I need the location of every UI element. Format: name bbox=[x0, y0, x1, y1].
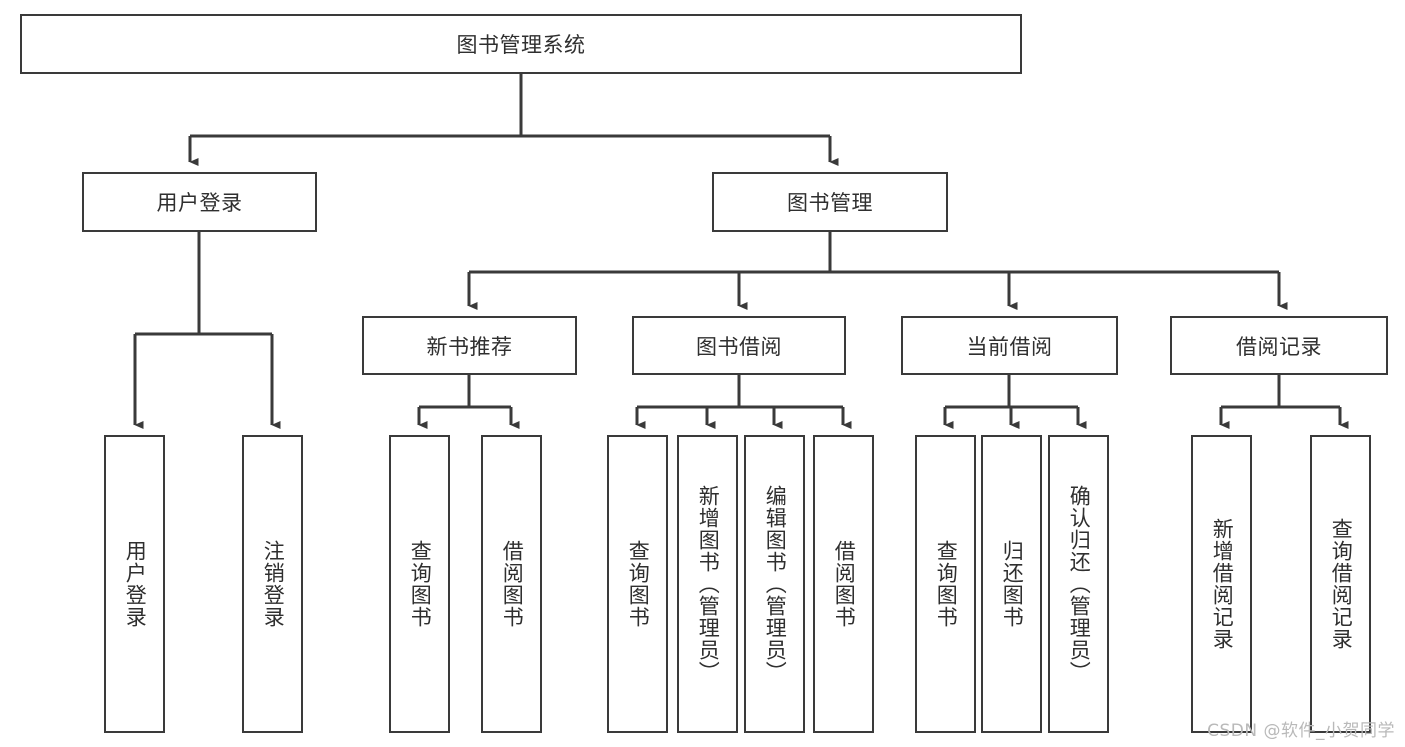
node-user-login[interactable]: 用户登录 bbox=[82, 172, 317, 232]
node-leaf-borrow-book-2-label: 借阅图书 bbox=[832, 540, 857, 628]
node-new-book-rec-label: 新书推荐 bbox=[426, 334, 513, 359]
node-leaf-query-record[interactable]: 查询借阅记录 bbox=[1310, 435, 1371, 733]
node-leaf-add-book-label: 新增图书（管理员） bbox=[696, 485, 721, 683]
node-leaf-user-login-label: 用户登录 bbox=[123, 540, 148, 628]
node-leaf-edit-book[interactable]: 编辑图书（管理员） bbox=[744, 435, 805, 733]
node-user-login-label: 用户登录 bbox=[156, 191, 243, 215]
node-root-label: 图书管理系统 bbox=[456, 33, 586, 57]
node-new-book-rec[interactable]: 新书推荐 bbox=[362, 316, 577, 375]
node-book-manage-label: 图书管理 bbox=[787, 191, 873, 215]
node-book-borrow-label: 图书借阅 bbox=[696, 334, 782, 359]
node-book-manage[interactable]: 图书管理 bbox=[712, 172, 948, 232]
node-borrow-record-label: 借阅记录 bbox=[1236, 334, 1322, 359]
node-leaf-confirm-return[interactable]: 确认归还（管理员） bbox=[1048, 435, 1109, 733]
node-leaf-logout-label: 注销登录 bbox=[261, 540, 286, 628]
node-borrow-record[interactable]: 借阅记录 bbox=[1170, 316, 1388, 375]
node-leaf-add-book[interactable]: 新增图书（管理员） bbox=[677, 435, 738, 733]
watermark: CSDN @软件_小贺同学 bbox=[1207, 721, 1395, 741]
node-leaf-confirm-return-label: 确认归还（管理员） bbox=[1067, 485, 1092, 683]
node-current-borrow-label: 当前借阅 bbox=[966, 334, 1053, 359]
node-leaf-return-book-label: 归还图书 bbox=[1000, 540, 1025, 628]
node-leaf-borrow-book-2[interactable]: 借阅图书 bbox=[813, 435, 874, 733]
node-leaf-borrow-book-1-label: 借阅图书 bbox=[500, 540, 525, 628]
node-leaf-logout[interactable]: 注销登录 bbox=[242, 435, 303, 733]
node-leaf-query-book-2-label: 查询图书 bbox=[626, 540, 651, 628]
node-leaf-query-book-1[interactable]: 查询图书 bbox=[389, 435, 450, 733]
node-book-borrow[interactable]: 图书借阅 bbox=[632, 316, 846, 375]
node-leaf-add-record-label: 新增借阅记录 bbox=[1210, 518, 1235, 650]
node-leaf-query-record-label: 查询借阅记录 bbox=[1329, 518, 1354, 650]
node-leaf-query-book-1-label: 查询图书 bbox=[408, 540, 433, 628]
node-leaf-query-book-3[interactable]: 查询图书 bbox=[915, 435, 976, 733]
node-leaf-edit-book-label: 编辑图书（管理员） bbox=[763, 485, 788, 683]
node-current-borrow[interactable]: 当前借阅 bbox=[901, 316, 1118, 375]
node-root[interactable]: 图书管理系统 bbox=[20, 14, 1022, 74]
node-leaf-user-login[interactable]: 用户登录 bbox=[104, 435, 165, 733]
node-leaf-query-book-3-label: 查询图书 bbox=[934, 540, 959, 628]
node-leaf-borrow-book-1[interactable]: 借阅图书 bbox=[481, 435, 542, 733]
node-leaf-return-book[interactable]: 归还图书 bbox=[981, 435, 1042, 733]
node-leaf-query-book-2[interactable]: 查询图书 bbox=[607, 435, 668, 733]
node-leaf-add-record[interactable]: 新增借阅记录 bbox=[1191, 435, 1252, 733]
